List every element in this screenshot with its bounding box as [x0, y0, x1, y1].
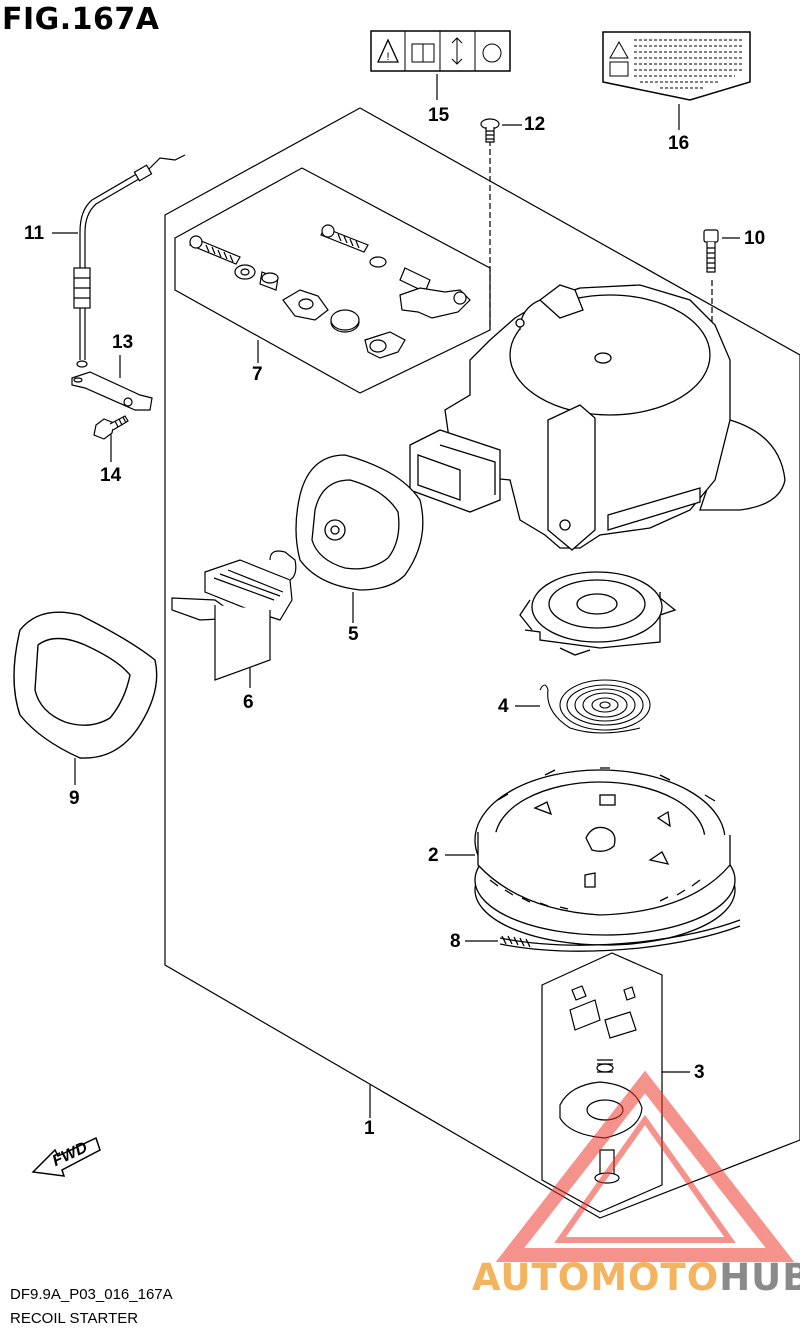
watermark-triangle-icon — [495, 1070, 795, 1262]
insert-6 — [171, 550, 297, 681]
kit-3-parts — [559, 985, 643, 1184]
spring-case — [519, 571, 677, 656]
recoil-spring-4 — [539, 679, 651, 734]
callout-15: 15 — [428, 105, 450, 126]
fwd-arrow-icon — [31, 1136, 101, 1177]
callout-14: 14 — [100, 465, 122, 486]
watermark-logo: AUTOMOTOHUB — [472, 1256, 800, 1299]
svg-text:!: ! — [386, 51, 389, 63]
caution-label-16 — [602, 31, 751, 101]
watermark-part1: AUTOMOTO — [472, 1256, 720, 1299]
bolt-14 — [93, 415, 129, 440]
callout-10: 10 — [744, 228, 766, 249]
cable-11 — [73, 154, 186, 368]
rope-8 — [499, 919, 741, 952]
callout-2: 2 — [428, 845, 439, 866]
grip-9 — [13, 611, 158, 759]
callout-9: 9 — [69, 788, 80, 809]
starter-housing — [409, 284, 786, 551]
screw-12 — [480, 118, 500, 143]
callout-12: 12 — [524, 114, 546, 135]
callout-7: 7 — [252, 364, 263, 385]
figure-code: DF9.9A_P03_016_167A — [10, 1286, 173, 1303]
callout-5: 5 — [348, 624, 359, 645]
figure-subtitle: RECOIL STARTER — [10, 1310, 139, 1327]
bolt-10 — [703, 229, 719, 273]
warning-label-15: ! — [370, 30, 511, 72]
kit-box-7 — [174, 167, 491, 394]
kit-box-3 — [541, 952, 663, 1213]
reel-2 — [474, 767, 736, 946]
assembly-outline — [164, 107, 800, 1219]
figure-title: FIG.167A — [2, 2, 160, 37]
callout-6: 6 — [243, 692, 254, 713]
handle-5 — [295, 454, 424, 591]
callout-1: 1 — [364, 1118, 375, 1139]
callout-4: 4 — [498, 696, 509, 717]
callout-11: 11 — [24, 223, 45, 244]
callout-16: 16 — [668, 133, 690, 154]
callout-3: 3 — [694, 1062, 705, 1083]
watermark-part2: HUB — [719, 1256, 800, 1299]
bracket-13 — [71, 371, 153, 411]
kit-7-parts — [189, 224, 471, 359]
callout-13: 13 — [112, 332, 134, 353]
callout-8: 8 — [450, 931, 461, 952]
